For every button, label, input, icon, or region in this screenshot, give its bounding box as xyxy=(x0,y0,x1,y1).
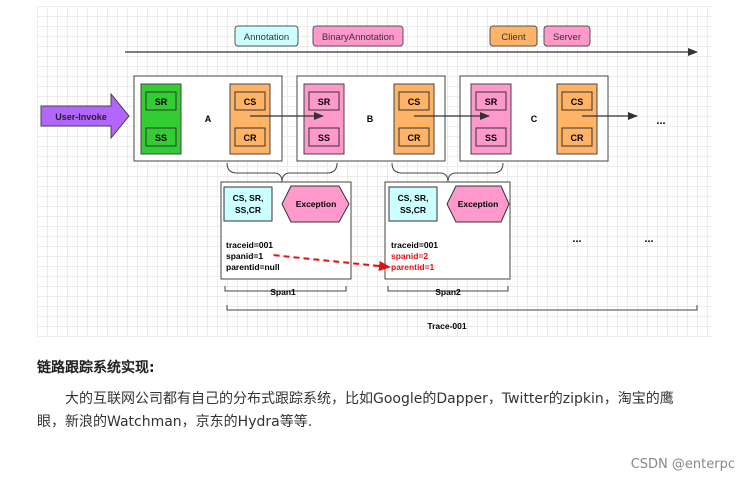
legend-client-label: Client xyxy=(501,32,526,43)
svg-text:SS,CR: SS,CR xyxy=(235,205,261,215)
trace-diagram: Annotation BinaryAnnotation Client Serve… xyxy=(37,6,712,338)
span2-parentid: parentid=1 xyxy=(391,262,434,272)
brace-span2 xyxy=(391,162,504,183)
service-c-name: C xyxy=(531,114,538,124)
user-invoke-arrow xyxy=(40,92,130,140)
service-b-name: B xyxy=(367,114,374,124)
legend-client xyxy=(489,25,538,47)
svg-text:CS, SR,: CS, SR, xyxy=(398,193,429,203)
span1-spanid: spanid=1 xyxy=(226,251,263,261)
brace-span1 xyxy=(226,162,338,183)
svg-text:SS: SS xyxy=(155,133,167,143)
service-a: SR SS A CS CR xyxy=(133,75,283,162)
span1-annotation xyxy=(223,186,273,222)
trace-bracket xyxy=(226,305,698,311)
legend-server-label: Server xyxy=(553,32,581,43)
service-a-cs xyxy=(234,91,266,111)
span2-exception-hexagon xyxy=(446,185,510,223)
span1-box: CS, SR, SS,CR Exception traceid=001 span… xyxy=(220,181,352,280)
svg-text:SS: SS xyxy=(318,133,330,143)
svg-text:CS, SR,: CS, SR, xyxy=(233,193,264,203)
span1-label: Span1 xyxy=(270,287,296,297)
service-a-cr xyxy=(234,127,266,147)
service-a-sr xyxy=(145,91,177,111)
svg-text:SR: SR xyxy=(485,97,498,107)
service-a-ss xyxy=(145,127,177,147)
user-invoke-label: User-Invoke xyxy=(55,112,107,122)
svg-text:SR: SR xyxy=(318,97,331,107)
legend-binary-annotation-label: BinaryAnnotation xyxy=(322,32,394,43)
service-a-name: A xyxy=(205,114,212,124)
legend-server xyxy=(543,25,591,47)
span1-traceid: traceid=001 xyxy=(226,240,273,250)
span2-label: Span2 xyxy=(435,287,461,297)
svg-text:SS: SS xyxy=(485,133,497,143)
legend-annotation xyxy=(234,25,299,47)
service-c-cr xyxy=(561,127,593,147)
span2-spanid: spanid=2 xyxy=(391,251,428,261)
ellipsis-span3: ... xyxy=(572,233,581,245)
svg-text:CS: CS xyxy=(571,97,584,107)
service-c-sr xyxy=(475,91,507,111)
span2-bracket xyxy=(387,286,509,292)
service-b-sr xyxy=(308,91,340,111)
svg-text:CS: CS xyxy=(408,97,421,107)
svg-text:SR: SR xyxy=(155,97,168,107)
svg-text:Exception: Exception xyxy=(296,199,337,209)
legend-binary-annotation xyxy=(312,25,404,47)
service-b-ss xyxy=(308,127,340,147)
span2-box: CS, SR, SS,CR Exception traceid=001 span… xyxy=(384,181,511,280)
ellipsis-right: ... xyxy=(656,115,665,127)
span2-annotation xyxy=(388,186,438,222)
service-c-cs xyxy=(561,91,593,111)
service-c: SR SS C CS CR xyxy=(459,75,609,162)
svg-text:Exception: Exception xyxy=(458,199,499,209)
ellipsis-span4: ... xyxy=(644,233,653,245)
svg-text:CR: CR xyxy=(571,133,584,143)
service-b-cs xyxy=(398,91,430,111)
span2-traceid: traceid=001 xyxy=(391,240,438,250)
legend-annotation-label: Annotation xyxy=(244,32,289,43)
svg-text:CS: CS xyxy=(244,97,257,107)
legend: Annotation BinaryAnnotation Client Serve… xyxy=(234,25,591,47)
section-heading: 链路跟踪系统实现: xyxy=(37,360,155,376)
service-b: SR SS B CS CR xyxy=(296,75,446,162)
section-paragraph: 大的互联网公司都有自己的分布式跟踪系统，比如Google的Dapper，Twit… xyxy=(37,391,674,430)
svg-text:CR: CR xyxy=(244,133,257,143)
span1-exception-hexagon xyxy=(281,185,350,223)
service-b-cr xyxy=(398,127,430,147)
span1-bracket xyxy=(224,286,347,292)
svg-text:SS,CR: SS,CR xyxy=(400,205,426,215)
trace-label: Trace-001 xyxy=(427,321,466,331)
span1-parentid: parentid=null xyxy=(226,262,280,272)
service-c-ss xyxy=(475,127,507,147)
svg-text:CR: CR xyxy=(408,133,421,143)
csdn-watermark: CSDN @enterpc xyxy=(630,457,735,472)
